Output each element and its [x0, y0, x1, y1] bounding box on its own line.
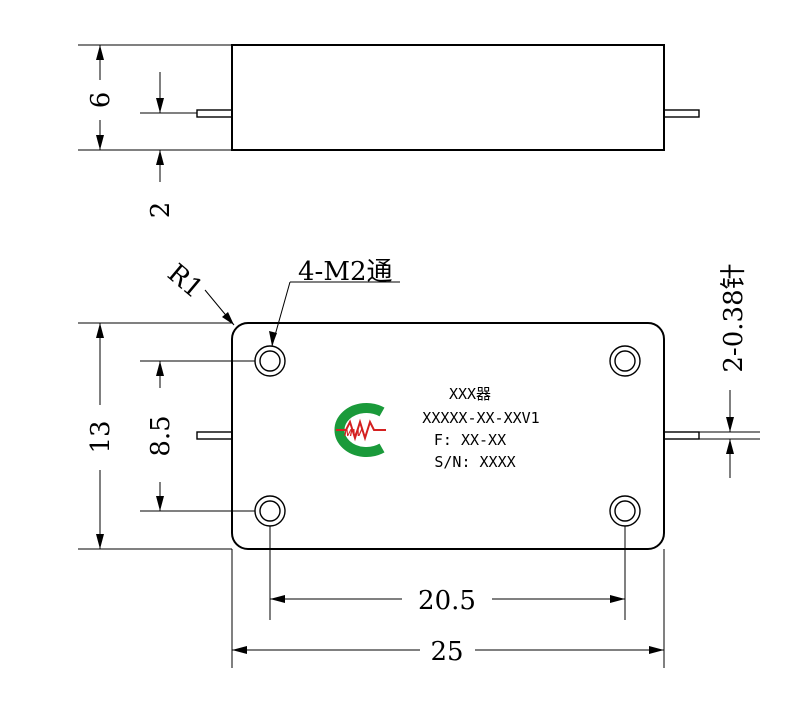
company-logo-icon: MW — [334, 403, 386, 457]
logo-letters: MW — [344, 428, 363, 439]
arrow-20-5-left — [270, 595, 285, 603]
arrow-25-left — [232, 646, 247, 654]
arrow-holes — [269, 331, 277, 346]
top-view: MW XXX器 XXXXX-XX-XXV1 F: XX-XX S/N: XXXX… — [78, 257, 760, 668]
arrow-8-5-bottom — [156, 496, 164, 511]
arrow-20-5-right — [610, 595, 625, 603]
side-view-body — [231, 44, 665, 151]
dim-hole-spacing-vertical: 8.5 — [146, 415, 176, 456]
dim-corner-radius: R1 — [162, 258, 209, 304]
dim-body-height: 13 — [86, 420, 116, 453]
arrow-6-bottom — [96, 135, 104, 150]
label-line-3: F: XX-XX — [434, 431, 506, 449]
label-line-1: XXX器 — [449, 385, 491, 403]
arrow-pin-bottom — [726, 439, 734, 454]
dim-body-width: 25 — [430, 637, 463, 667]
side-view-left-pin — [196, 109, 233, 118]
arrow-6-top — [96, 45, 104, 60]
side-view: 6 2 — [78, 44, 700, 219]
arrow-25-right — [649, 646, 664, 654]
label-line-2: XXXXX-XX-XXV1 — [422, 409, 539, 427]
dim-pin-diameter: 2-0.38针 — [719, 263, 749, 372]
top-view-left-pin — [196, 431, 233, 440]
mount-hole-bottom-right — [609, 495, 641, 527]
side-view-right-pin — [663, 109, 700, 118]
dim-mount-holes: 4-M2通 — [298, 257, 393, 287]
arrow-2-top — [156, 98, 164, 113]
dim-hole-spacing-horizontal: 20.5 — [418, 586, 476, 616]
label-line-4: S/N: XXXX — [434, 453, 515, 471]
arrow-8-5-top — [156, 361, 164, 376]
mount-hole-bottom-left — [254, 495, 286, 527]
arrow-2-bottom — [156, 150, 164, 165]
dim-pin-height: 2 — [146, 202, 176, 219]
arrow-pin-top — [726, 417, 734, 432]
dim-side-height: 6 — [86, 92, 116, 109]
arrow-13-top — [96, 323, 104, 338]
arrow-corner-radius — [222, 312, 234, 325]
mount-hole-top-right — [609, 345, 641, 377]
top-view-right-pin — [663, 431, 700, 440]
arrow-13-bottom — [96, 534, 104, 549]
mount-hole-top-left — [254, 345, 286, 377]
